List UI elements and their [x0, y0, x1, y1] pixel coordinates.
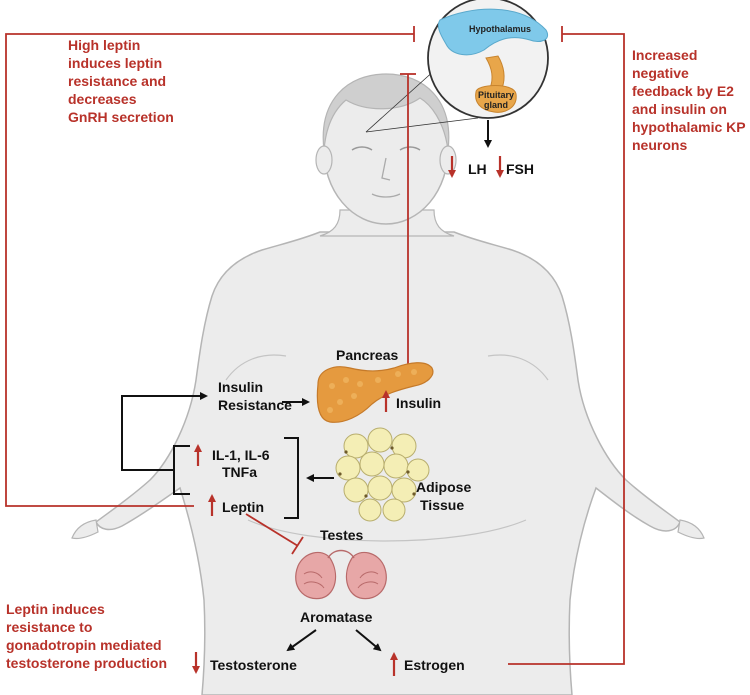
note-top-right-line-5: hypothalamic KP	[632, 119, 746, 135]
adipose-illustration	[335, 427, 430, 522]
note-top-right-line-1: Increased	[632, 47, 697, 63]
note-top-left-line-5: GnRH secretion	[68, 109, 174, 125]
testosterone-label: Testosterone	[210, 657, 297, 673]
note-top-left-line-1: High leptin	[68, 37, 140, 53]
estrogen-feedback-line	[508, 26, 625, 665]
inset-connector-bottom	[365, 117, 479, 133]
note-top-left-line-4: decreases	[68, 91, 137, 107]
cytokines-label-1: IL-1, IL-6	[212, 447, 270, 463]
right-ear	[439, 145, 457, 175]
note-bottom-left-line-3: gonadotropin mediated	[6, 637, 162, 653]
right-hand	[677, 519, 705, 540]
nose	[381, 157, 391, 181]
pancreas-label: Pancreas	[336, 347, 398, 363]
pituitary-label-1: Pituitary	[478, 90, 514, 100]
insulin-label: Insulin	[396, 395, 441, 411]
brain-inset: Hypothalamus Pituitary gland	[365, 0, 549, 133]
pancreas-texture	[327, 369, 417, 413]
cytokine-loop-bracket	[121, 392, 208, 471]
testes-tubules	[303, 571, 379, 589]
note-bottom-left-line-4: testosterone production	[6, 655, 167, 671]
hypothalamus-shape	[437, 8, 548, 56]
insulin-feedback-line	[400, 73, 416, 388]
adipose-label-2: Tissue	[420, 497, 464, 513]
adipose-label-1: Adipose	[416, 479, 471, 495]
left-eye	[351, 146, 373, 151]
hypothalamus-label: Hypothalamus	[469, 24, 531, 34]
testes-illustration	[295, 549, 387, 600]
leptin-to-testes-inhibition	[245, 513, 304, 555]
cytokines-label-2: TNFa	[222, 464, 257, 480]
note-bottom-left-line-2: resistance to	[6, 619, 92, 635]
left-belly-fold	[225, 354, 287, 381]
left-ear	[315, 145, 333, 175]
note-top-right-line-4: and insulin on	[632, 101, 727, 117]
right-eye	[399, 146, 421, 151]
adipose-nuclei	[338, 446, 416, 498]
leptin-label: Leptin	[222, 499, 264, 515]
aromatase-to-estrogen-arrow	[355, 629, 382, 652]
note-top-right-line-2: negative	[632, 65, 689, 81]
left-group-bracket	[173, 445, 190, 495]
right-testis	[345, 551, 387, 600]
mouth	[371, 193, 401, 198]
right-group-bracket	[284, 437, 299, 519]
pituitary-gland-shape	[475, 85, 517, 113]
head	[315, 73, 457, 225]
lower-belly-fold	[247, 519, 527, 542]
note-bottom-left: Leptin induces resistance to gonadotropi…	[6, 601, 167, 671]
left-testis	[295, 551, 337, 600]
note-top-right-line-6: neurons	[632, 137, 687, 153]
note-top-left-line-3: resistance and	[68, 73, 166, 89]
aromatase-label: Aromatase	[300, 609, 373, 625]
spermatic-cords	[327, 549, 355, 559]
note-bottom-left-line-1: Leptin induces	[6, 601, 105, 617]
right-belly-fold	[487, 354, 549, 381]
body-silhouette	[71, 209, 705, 695]
pituitary-label-2: gland	[484, 100, 508, 110]
lh-label: LH	[468, 161, 487, 177]
left-hand	[71, 519, 99, 540]
leptin-feedback-line	[5, 26, 415, 507]
note-top-left: High leptin induces leptin resistance an…	[68, 37, 174, 125]
fsh-label: FSH	[506, 161, 534, 177]
insulin-resistance-label-1: Insulin	[218, 379, 263, 395]
insulin-resistance-label-2: Resistance	[218, 397, 292, 413]
note-top-right-line-3: feedback by E2	[632, 83, 734, 99]
estrogen-label: Estrogen	[404, 657, 465, 673]
note-top-left-line-2: induces leptin	[68, 55, 162, 71]
hair	[322, 73, 450, 151]
aromatase-to-testosterone-arrow	[286, 629, 317, 652]
note-top-right: Increased negative feedback by E2 and in…	[632, 47, 746, 153]
testes-label: Testes	[320, 527, 364, 543]
